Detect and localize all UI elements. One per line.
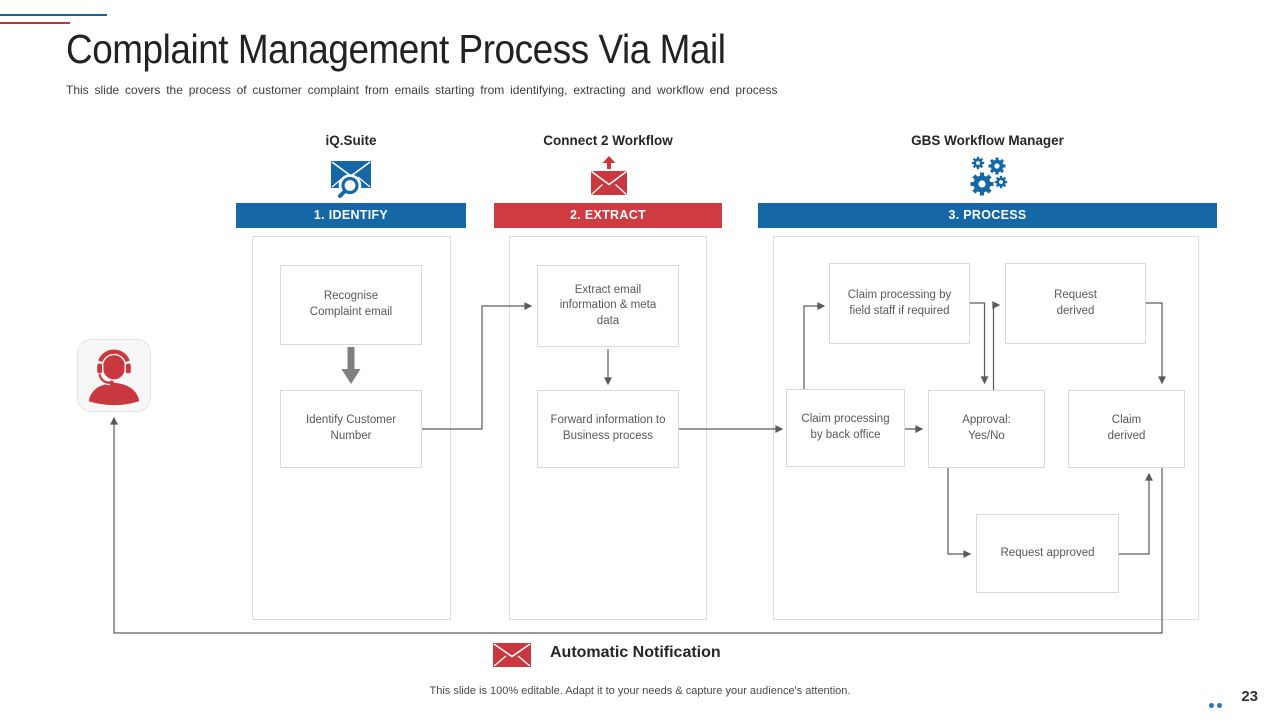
customer-support-tile <box>77 339 151 412</box>
node-forward-information: Forward information to Business process <box>537 390 679 468</box>
subtitle: This slide covers the process of custome… <box>66 83 778 97</box>
node-identify-customer-number: Identify Customer Number <box>280 390 422 468</box>
page-number: 23 <box>1241 688 1258 705</box>
footer-note: This slide is 100% editable. Adapt it to… <box>429 685 851 697</box>
node-recognise-complaint-email: Recognise Complaint email <box>280 265 422 345</box>
node-claim-derived: Claim derived <box>1068 390 1185 468</box>
gears-icon <box>970 156 1008 196</box>
node-approval-yes-no: Approval: Yes/No <box>928 390 1045 468</box>
envelope-upload-icon <box>589 156 629 197</box>
envelope-search-icon <box>331 161 371 199</box>
page-title: Complaint Management Process Via Mail <box>66 26 726 72</box>
banner-extract: 2. EXTRACT <box>494 203 722 228</box>
node-claim-processing-back-office: Claim processing by back office <box>786 389 905 467</box>
banner-process: 3. PROCESS <box>758 203 1217 228</box>
envelope-icon <box>493 643 531 667</box>
node-extract-email-information: Extract email information & meta data <box>537 265 679 347</box>
support-agent-icon <box>88 349 140 406</box>
node-claim-processing-field-staff: Claim processing by field staff if requi… <box>829 263 970 344</box>
banner-identify: 1. IDENTIFY <box>236 203 466 228</box>
pagination-dots-icon <box>1209 703 1222 708</box>
accent-line-blue <box>0 14 107 16</box>
column-header-gbs-workflow-manager: GBS Workflow Manager <box>911 133 1064 148</box>
node-request-approved: Request approved <box>976 514 1119 593</box>
node-request-derived: Request derived <box>1005 263 1146 344</box>
automatic-notification-label: Automatic Notification <box>550 644 721 661</box>
accent-line-red <box>0 22 70 24</box>
column-header-iq-suite: iQ.Suite <box>325 133 377 148</box>
column-header-connect2workflow: Connect 2 Workflow <box>543 133 673 148</box>
